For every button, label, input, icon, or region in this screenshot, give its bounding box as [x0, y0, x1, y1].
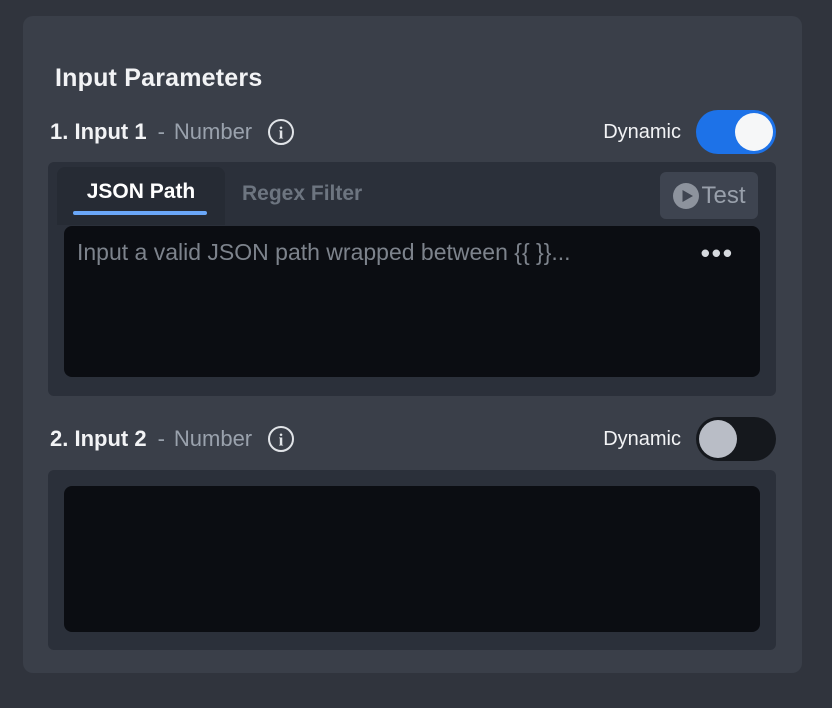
more-options-icon[interactable]: •••	[700, 238, 734, 268]
toggle-knob	[735, 113, 773, 151]
input-1-tabbar: JSON Path Regex Filter Test	[48, 162, 776, 226]
input-1-header: 1. Input 1 - Number i Dynamic	[50, 109, 776, 155]
input-2-header: 2. Input 2 - Number i Dynamic	[50, 416, 776, 462]
input-2-card	[48, 470, 776, 650]
play-icon	[672, 182, 700, 210]
tab-regex-filter[interactable]: Regex Filter	[242, 182, 363, 205]
input-parameters-panel: Input Parameters 1. Input 1 - Number i D…	[23, 16, 802, 673]
test-button-label: Test	[701, 181, 746, 209]
input-2-type: Number	[173, 426, 253, 451]
input-2-value[interactable]	[64, 486, 760, 632]
info-icon[interactable]: i	[267, 425, 295, 453]
toggle-knob	[699, 420, 737, 458]
dynamic-toggle[interactable]	[696, 417, 776, 461]
input-1-card: JSON Path Regex Filter Test •••	[48, 162, 776, 396]
active-tab-underline	[73, 211, 207, 215]
dynamic-label: Dynamic	[603, 120, 681, 143]
tab-json-path[interactable]: JSON Path	[57, 167, 225, 225]
dynamic-toggle[interactable]	[696, 110, 776, 154]
json-path-input[interactable]	[64, 226, 760, 377]
input-1-type: Number	[173, 119, 253, 144]
input-2-label: 2. Input 2	[50, 426, 147, 451]
test-button[interactable]: Test	[660, 172, 758, 219]
tab-json-path-label: JSON Path	[86, 180, 196, 203]
input-1-label: 1. Input 1	[50, 119, 147, 144]
svg-text:i: i	[279, 124, 284, 143]
svg-text:i: i	[279, 431, 284, 450]
label-type-separator: -	[157, 426, 165, 451]
panel-title: Input Parameters	[55, 64, 263, 92]
dynamic-label: Dynamic	[603, 427, 681, 450]
info-icon[interactable]: i	[267, 118, 295, 146]
label-type-separator: -	[157, 119, 165, 144]
